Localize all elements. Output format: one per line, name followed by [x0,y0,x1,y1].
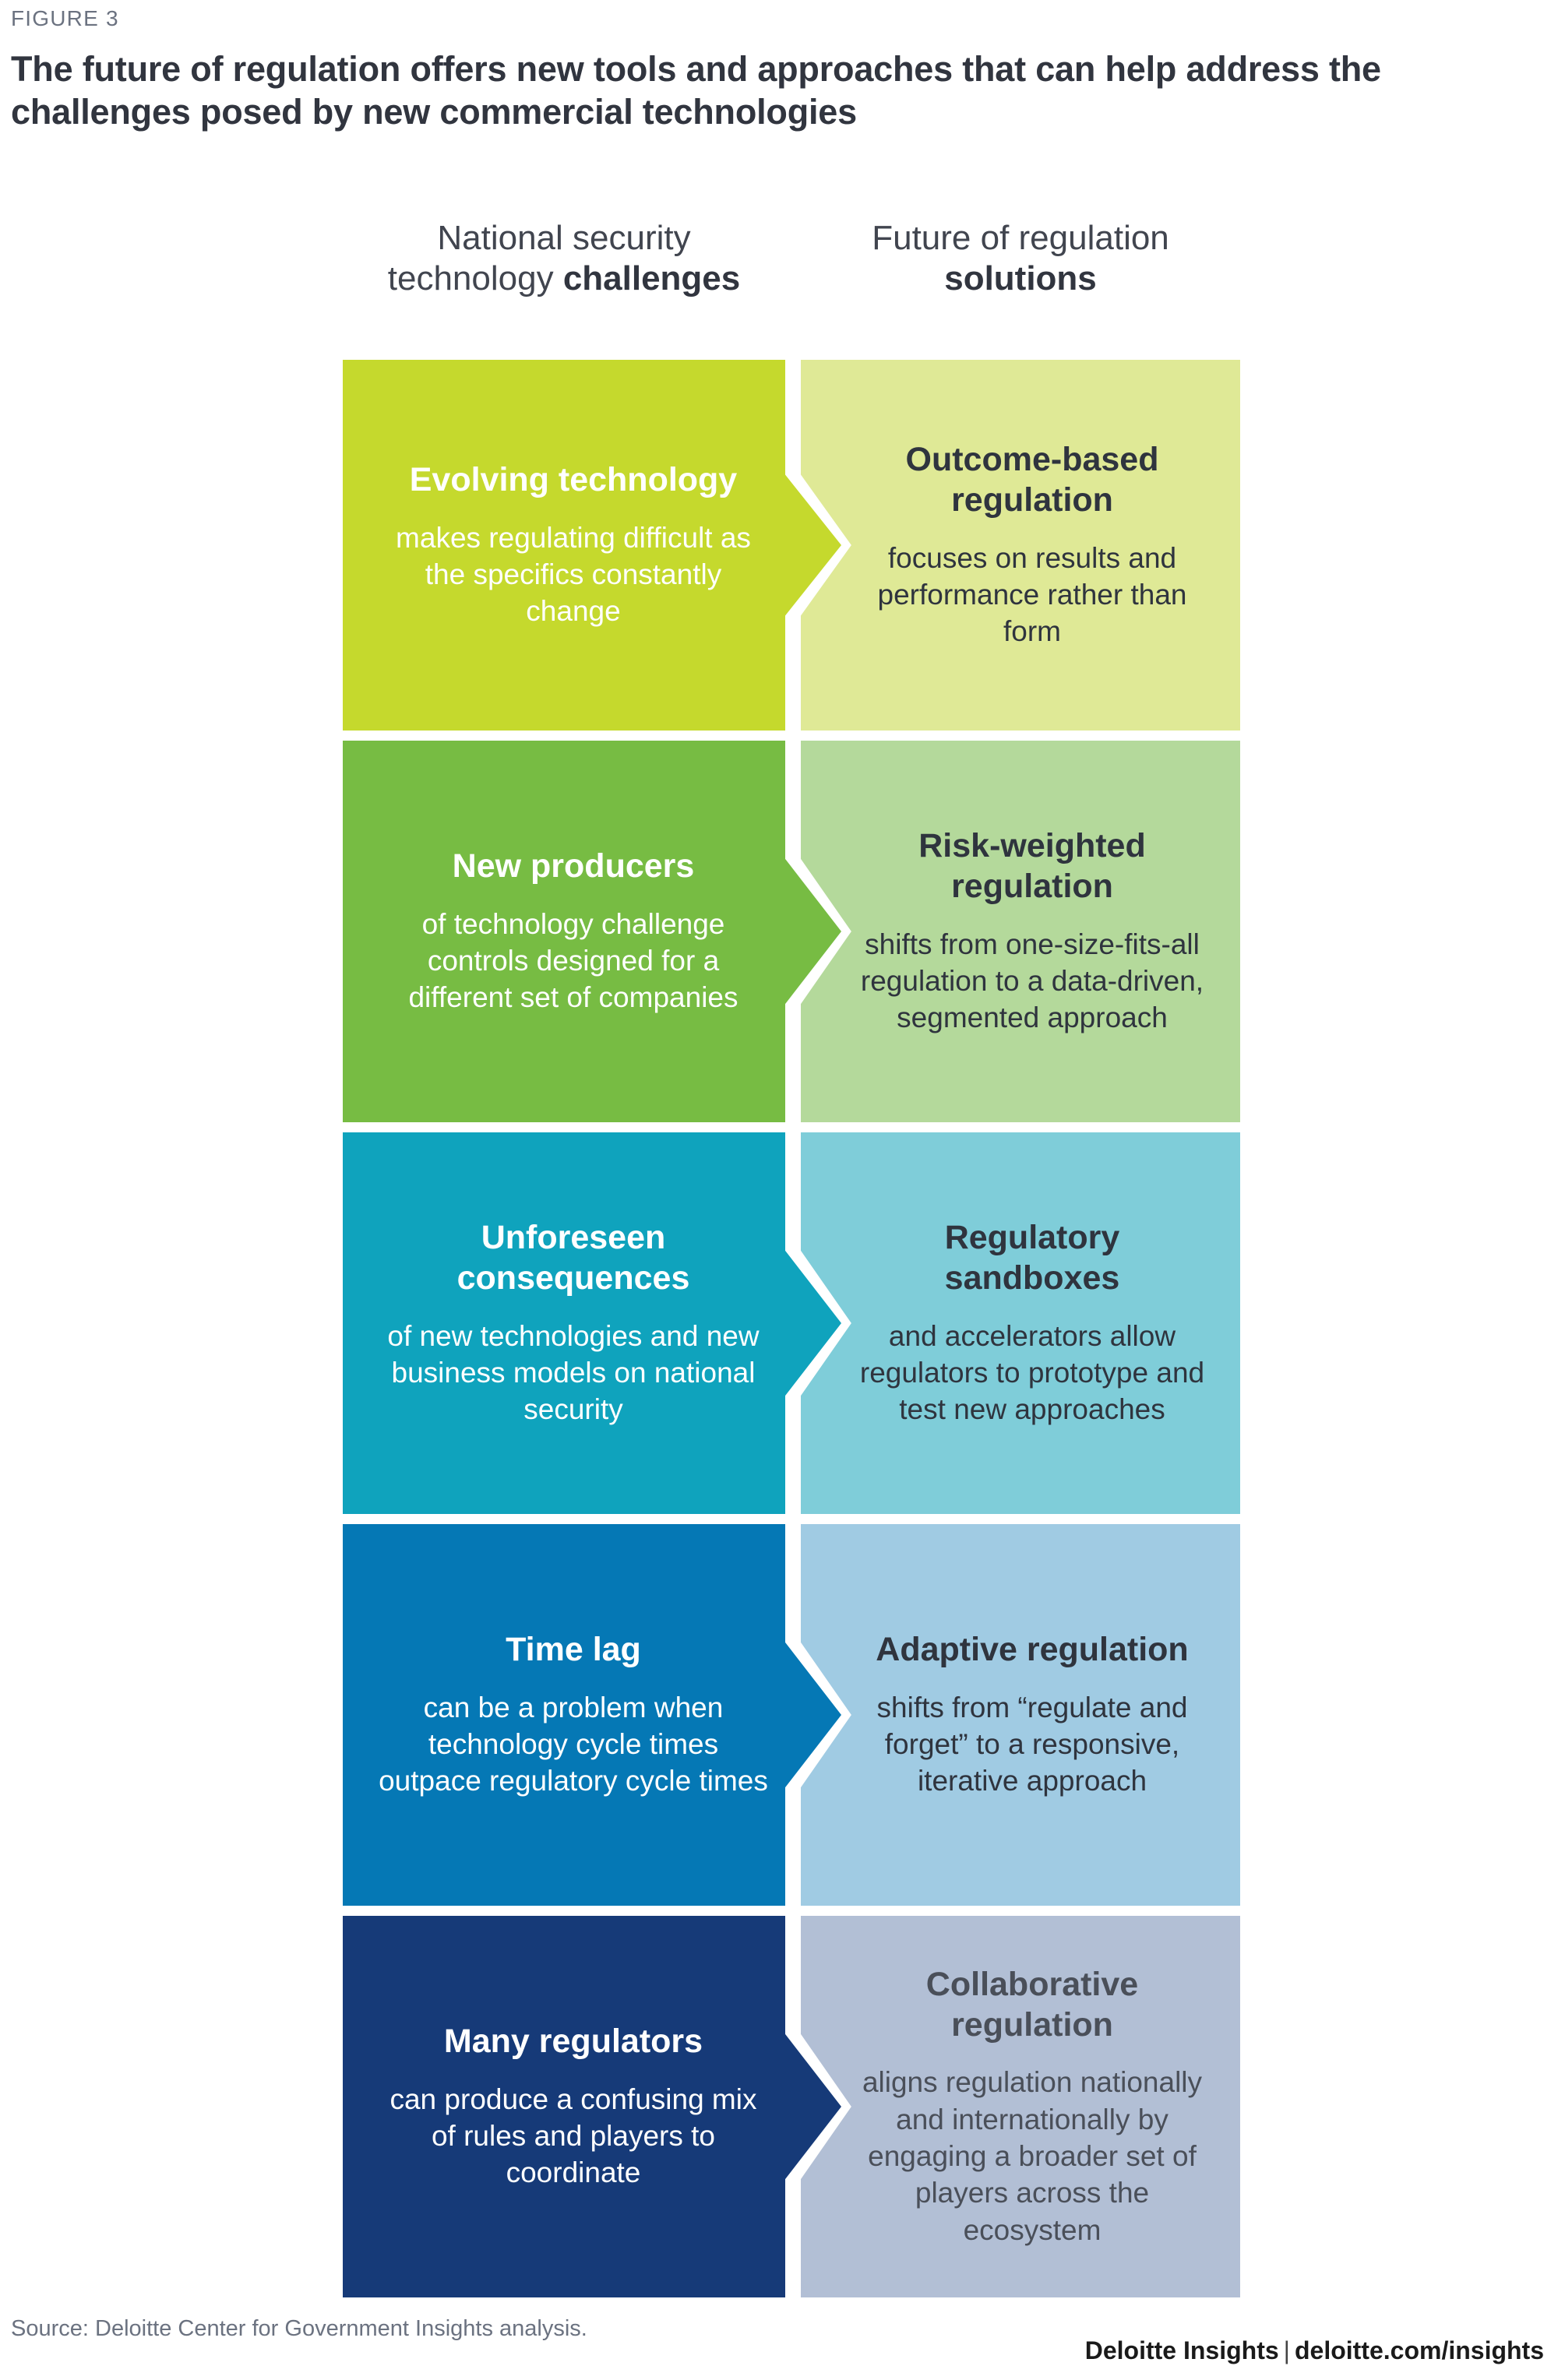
challenge-card[interactable]: Evolving technology makes regulating diff… [343,360,841,731]
solution-body: focuses on results and performance rathe… [877,541,1187,648]
solution-card-inner: Adaptive regulation shifts from “regulate… [831,1625,1209,1804]
challenge-card[interactable]: Time lag can be a problem when technology… [343,1524,841,1906]
solution-body: shifts from “regulate and forget” to a r… [876,1691,1188,1797]
solution-title: Adaptive regulation [876,1631,1189,1669]
challenge-body: of technology challenge controls designe… [408,907,738,1014]
pair-row: Time lag can be a problem when technology… [343,1524,1240,1906]
solution-body: and accelerators allow regulators to pro… [859,1319,1205,1426]
challenge-card-inner: Unforeseen consequences of new technologi… [378,1213,806,1432]
brand-separator: | [1283,2336,1290,2364]
challenge-title: Unforeseen consequences [456,1219,690,1297]
page-title: The future of regulation offers new tool… [11,49,1381,132]
challenge-title: Many regulators [443,2023,703,2061]
solution-card[interactable]: Regulatory sandboxes and accelerators all… [801,1132,1240,1514]
challenge-card-inner: New producers of technology challenge con… [378,842,806,1021]
column-heading-challenges: National security technology challenges [343,218,785,299]
column-heading-solutions-line2-bold: solutions [944,259,1097,298]
challenge-card[interactable]: New producers of technology challenge con… [343,741,841,1122]
challenge-title: Evolving technology [409,461,738,499]
solution-card[interactable]: Collaborative regulation aligns regulatio… [801,1916,1240,2297]
solution-card-inner: Outcome-based regulation focuses on resul… [831,435,1209,654]
challenge-body: can be a problem when technology cycle t… [379,1691,768,1797]
solution-body: aligns regulation nationally and interna… [862,2066,1203,2246]
solution-title: Risk-weighted regulation [918,827,1146,905]
solution-card-inner: Regulatory sandboxes and accelerators all… [831,1213,1209,1432]
solution-card[interactable]: Outcome-based regulation focuses on resul… [801,360,1240,731]
pair-row: Unforeseen consequences of new technologi… [343,1132,1240,1514]
source-note: Source: Deloitte Center for Government I… [11,2316,587,2341]
challenge-card-inner: Evolving technology makes regulating diff… [378,456,806,635]
figure-label: FIGURE 3 [11,6,119,30]
solution-title: Regulatory sandboxes [944,1219,1120,1297]
solution-title: Outcome-based regulation [905,441,1159,519]
solution-title: Collaborative regulation [925,1966,1139,2044]
brand-footer: Deloitte Insights|deloitte.com/insights [1085,2336,1544,2365]
solution-card[interactable]: Risk-weighted regulation shifts from one-… [801,741,1240,1122]
brand-name: Deloitte Insights [1084,2336,1279,2364]
challenge-card[interactable]: Many regulators can produce a confusing m… [343,1916,841,2297]
pair-row: Many regulators can produce a confusing m… [343,1916,1240,2297]
solution-body: shifts from one-size-fits-all regulation… [860,928,1204,1034]
challenge-card[interactable]: Unforeseen consequences of new technologi… [343,1132,841,1514]
column-heading-challenges-line1: National security [437,219,691,257]
solution-card[interactable]: Adaptive regulation shifts from “regulate… [801,1524,1240,1906]
pair-row: Evolving technology makes regulating diff… [343,360,1240,731]
column-heading-solutions: Future of regulation solutions [801,218,1240,299]
challenge-card-inner: Many regulators can produce a confusing m… [378,2017,806,2196]
solution-card-inner: Collaborative regulation aligns regulatio… [831,1960,1209,2253]
challenge-body: can produce a confusing mix of rules and… [390,2082,757,2189]
challenge-card-inner: Time lag can be a problem when technology… [378,1625,806,1804]
column-headings: National security technology challenges … [343,218,1240,343]
solution-card-inner: Risk-weighted regulation shifts from one-… [831,822,1209,1040]
pair-row: New producers of technology challenge con… [343,741,1240,1122]
challenge-title: New producers [452,847,695,885]
challenge-body: of new technologies and new business mod… [387,1319,760,1426]
brand-url[interactable]: deloitte.com/insights [1294,2336,1544,2364]
column-heading-solutions-line1: Future of regulation [872,219,1169,257]
column-heading-challenges-line2-light: technology [387,259,563,298]
challenge-title: Time lag [506,1631,641,1669]
rows-container: Evolving technology makes regulating diff… [343,360,1240,2308]
challenge-body: makes regulating difficult as the specif… [396,521,751,628]
column-heading-challenges-line2-bold: challenges [562,259,741,298]
